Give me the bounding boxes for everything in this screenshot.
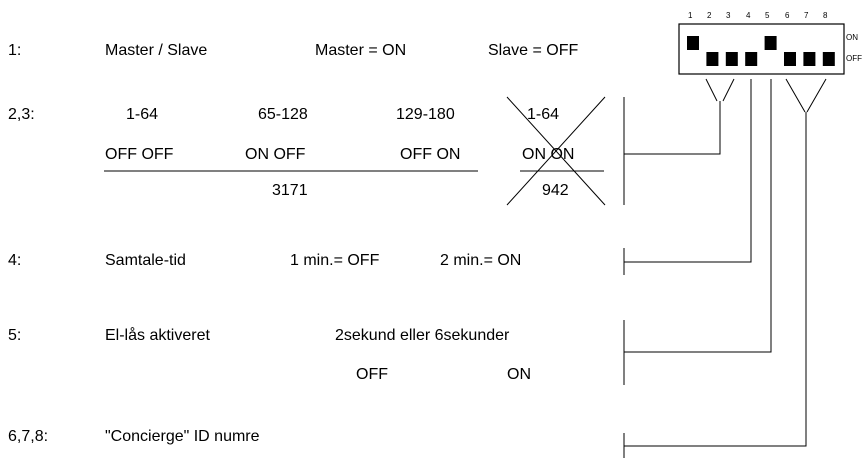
dip-off-label: OFF [846,54,862,63]
el-laas-seconds-label: 2sekund eller 6sekunder [335,327,510,344]
row-5-number: 5: [8,327,22,344]
samtale-tid-label: Samtale-tid [105,252,186,269]
one-min-off-label: 1 min.= OFF [290,252,380,269]
code-942-crossed: 942 [542,182,569,199]
dip-number-4: 4 [746,11,751,20]
dip-switch-housing [678,23,845,75]
cross-out-stroke-2 [506,96,606,206]
master-slave-label: Master / Slave [105,42,208,59]
dip-switch-2-lever [706,52,719,66]
lead-2-3-v-left [705,78,718,102]
concierge-id-label: "Concierge" ID numre [105,428,260,445]
dip-number-1: 1 [688,11,693,20]
dip-number-8: 8 [823,11,828,20]
dip-switch-8-lever [822,52,835,66]
dip-number-7: 7 [804,11,809,20]
lead-2-3 [624,101,721,155]
el-laas-off-label: OFF [356,366,388,383]
lead-4 [624,79,752,263]
slave-off-label: Slave = OFF [488,42,579,59]
row-1-number: 1: [8,42,22,59]
range-1-64: 1-64 [126,106,159,123]
el-laas-label: El-lås aktiveret [105,327,210,344]
setting-on-on-crossed: ON ON [522,146,575,163]
setting-off-off: OFF OFF [105,146,174,163]
dip-switch-7-lever [803,52,816,66]
lead-2-3-v-right [722,78,735,102]
dip-number-3: 3 [726,11,731,20]
row-2-3-number: 2,3: [8,106,35,123]
row-6-7-8-number: 6,7,8: [8,428,49,445]
master-on-label: Master = ON [315,42,407,59]
lead-6-7-8 [624,112,807,447]
dip-switch-3-lever [725,52,738,66]
dip-number-2: 2 [707,11,712,20]
dip-switch-5-lever [764,36,777,50]
row-4-number: 4: [8,252,22,269]
range-129-180: 129-180 [396,106,455,123]
lead-6-7-8-v-right [806,78,827,113]
setting-off-on: OFF ON [400,146,461,163]
dip-switch-1-lever [687,36,699,50]
lead-6-7-8-v-left [785,78,806,113]
code-3171: 3171 [272,182,308,199]
range-1-64-crossed: 1-64 [527,106,560,123]
dip-number-6: 6 [785,11,790,20]
setting-on-off: ON OFF [245,146,306,163]
lead-5 [624,79,772,353]
dip-on-label: ON [846,33,858,42]
el-laas-on-label: ON [507,366,531,383]
range-65-128: 65-128 [258,106,308,123]
dip-number-5: 5 [765,11,770,20]
dip-switch-levers [687,36,835,66]
dip-switch-4-lever [745,52,758,66]
dip-switch-6-lever [784,52,796,66]
two-min-on-label: 2 min.= ON [440,252,522,269]
